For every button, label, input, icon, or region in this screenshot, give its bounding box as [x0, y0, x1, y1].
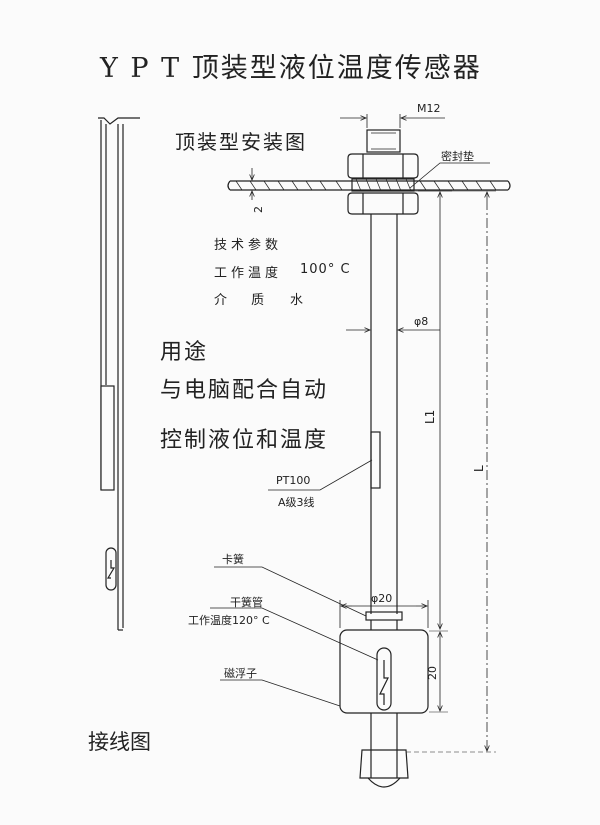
tech-params-heading: 技术参数 [214, 238, 283, 253]
l1-label: L1 [423, 410, 437, 424]
reed-switch-label: 干簧管 [230, 596, 263, 609]
page-title: Y P T 顶装型液位温度传感器 [100, 53, 482, 84]
pt100-element [370, 431, 381, 489]
dimension-labels: M12 2 φ8 φ20 L1 L 20 [252, 102, 486, 680]
l-label: L [472, 465, 486, 472]
pt100-grade-label: A级3线 [278, 496, 315, 509]
tank-plate [227, 180, 511, 191]
float-height-label: 20 [426, 666, 439, 680]
tech-medium-label: 介 质 [214, 293, 275, 308]
float-diameter-label: φ20 [371, 592, 392, 605]
clip-label: 卡簧 [222, 553, 244, 566]
thread-stub [366, 129, 401, 153]
usage-heading: 用途 [160, 340, 209, 365]
upper-nut [347, 153, 419, 179]
reed-temp-label: 工作温度120° C [188, 614, 270, 627]
bottom-nut [359, 749, 409, 779]
usage-line-2: 控制液位和温度 [160, 428, 329, 453]
rod-diameter-label: φ8 [414, 315, 428, 328]
usage-line-1: 与电脑配合自动 [160, 378, 329, 403]
gasket-thickness-label: 2 [252, 206, 265, 213]
tech-medium-value: 水 [290, 293, 308, 308]
lower-nut [347, 192, 419, 215]
magnetic-float [339, 629, 429, 714]
wiring-diagram [98, 117, 140, 631]
pt100-label: PT100 [276, 474, 311, 487]
wiring-diagram-heading: 接线图 [88, 730, 151, 754]
tech-temp-value: 100° C [300, 262, 351, 277]
install-diagram-heading: 顶装型安装图 [175, 130, 307, 154]
reed-tube [376, 647, 392, 711]
gasket-label: 密封垫 [441, 150, 474, 163]
thread-size-label: M12 [417, 102, 441, 115]
float-label: 磁浮子 [224, 667, 257, 680]
tech-temp-label: 工作温度 [214, 266, 283, 281]
